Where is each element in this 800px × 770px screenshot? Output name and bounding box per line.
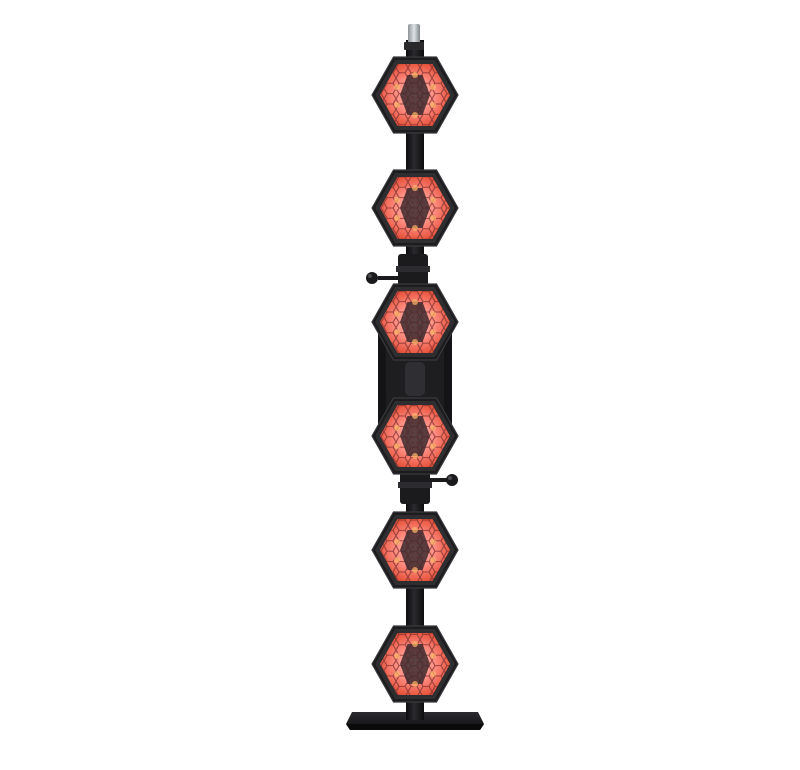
fixtures [371, 56, 459, 703]
hex-light-fixture [371, 625, 459, 703]
clamp-lower [398, 470, 448, 504]
hex-light-fixture [371, 283, 459, 361]
knob-lower-icon [446, 474, 458, 486]
hex-light-fixture [371, 511, 459, 589]
hex-light-fixture [371, 169, 459, 247]
knob-upper-icon [366, 272, 378, 284]
top-cap [404, 24, 424, 50]
clamp-upper [378, 254, 430, 288]
hex-light-fixture [371, 397, 459, 475]
base-plate [346, 712, 484, 730]
hex-light-fixture [371, 56, 459, 134]
